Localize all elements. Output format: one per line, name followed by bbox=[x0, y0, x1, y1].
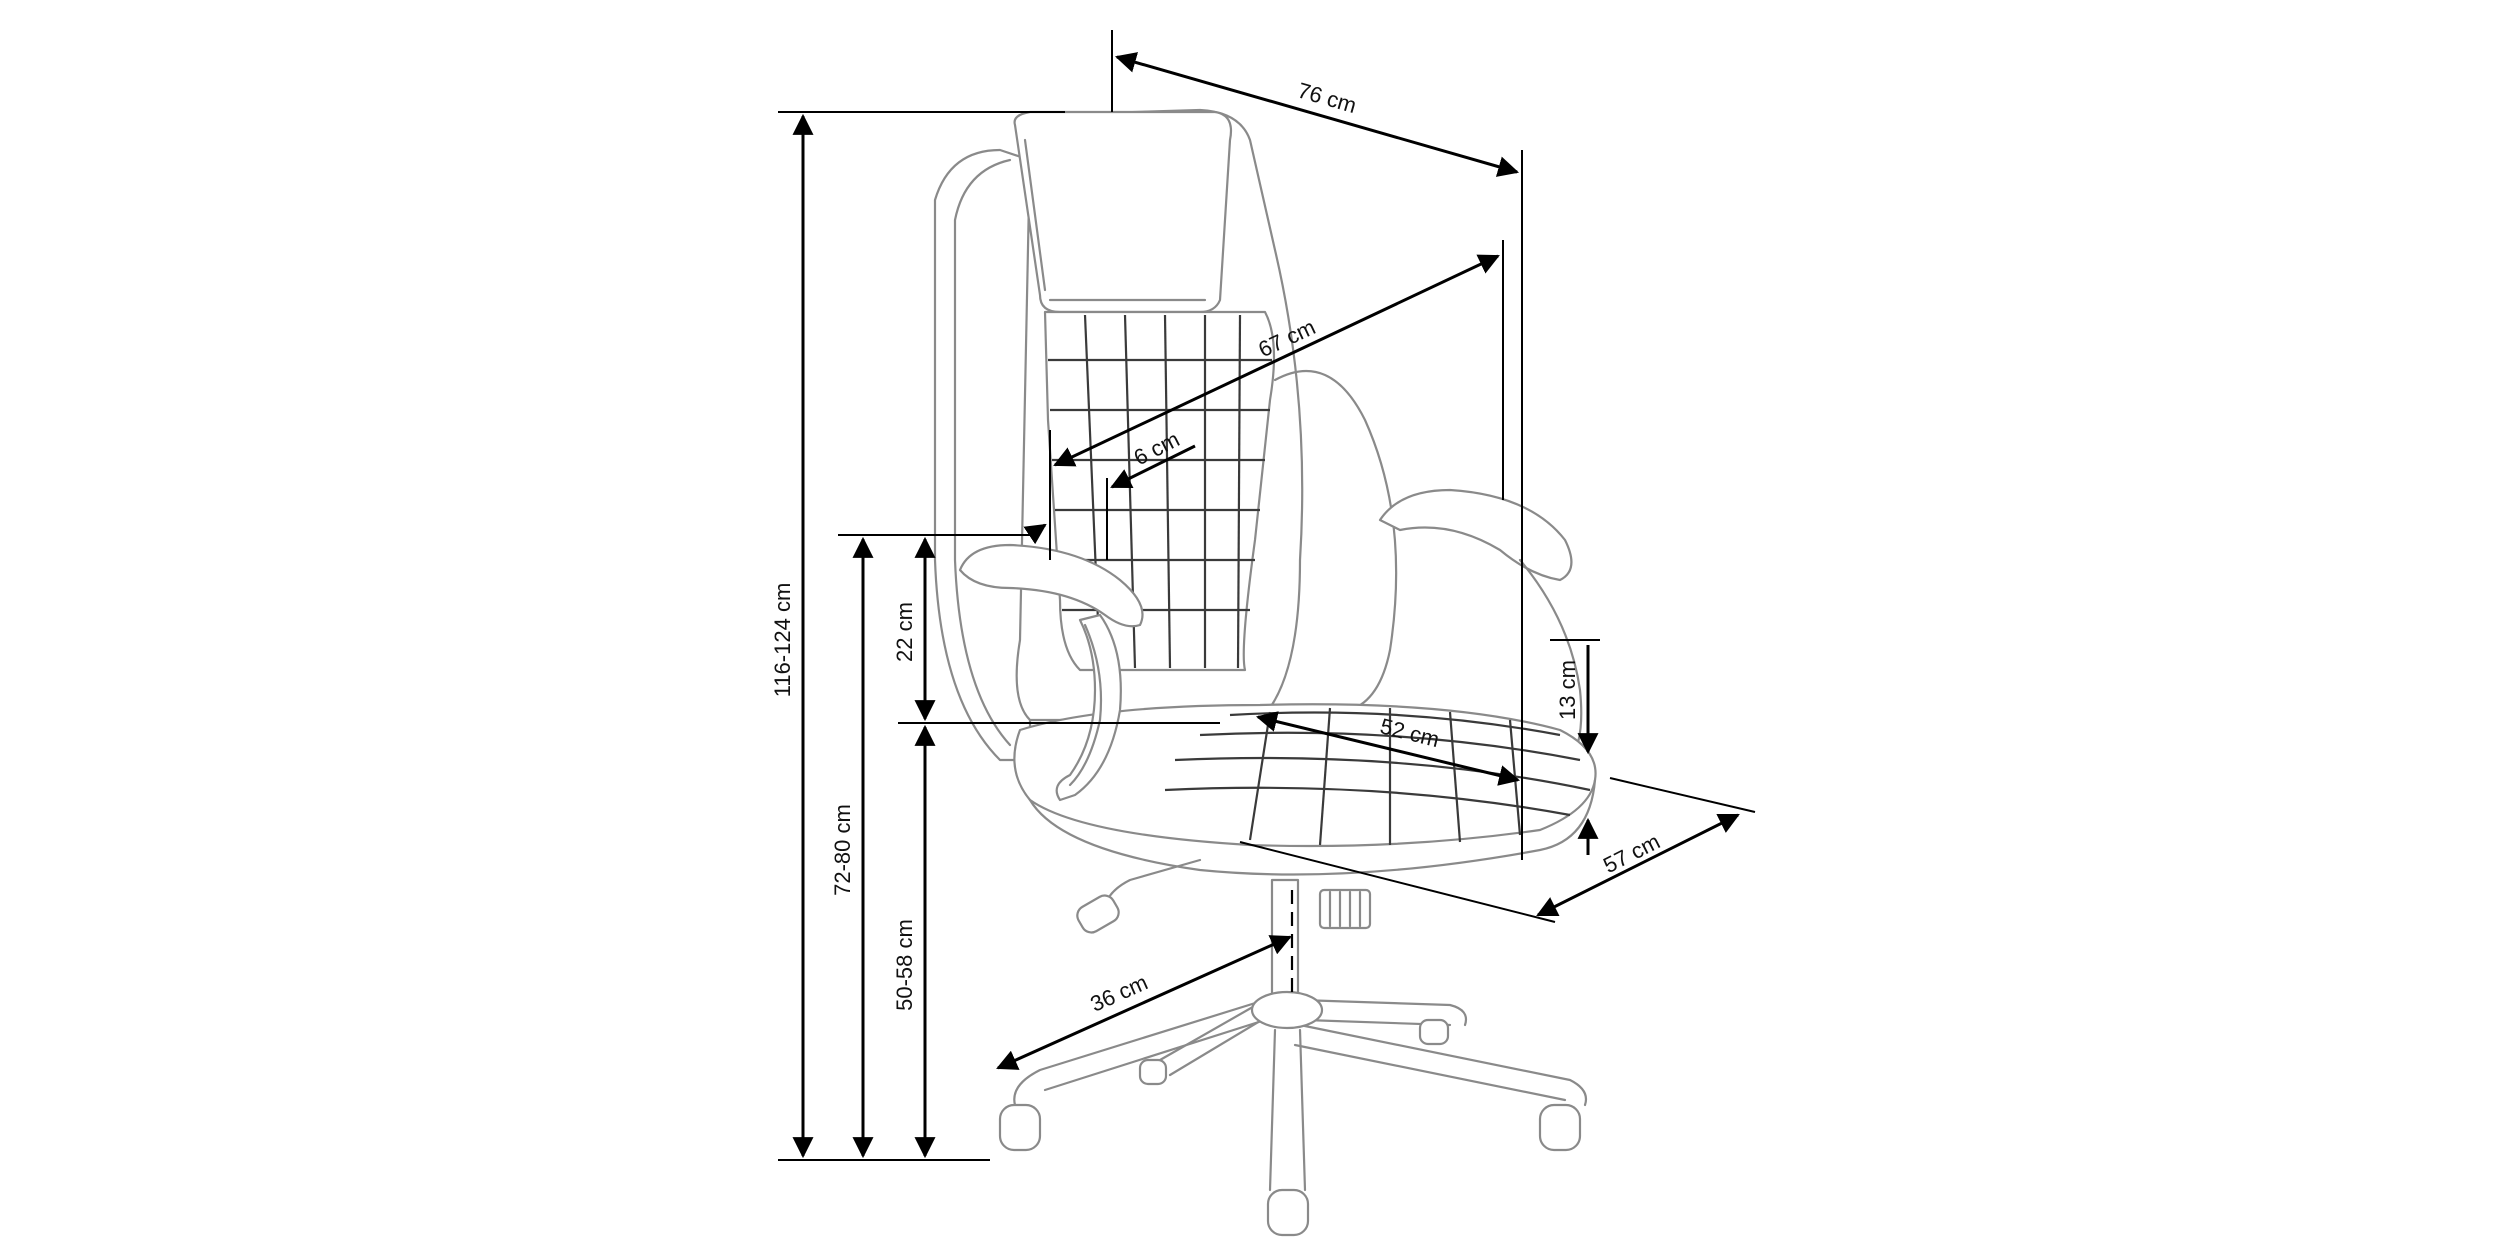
dim-seat-width bbox=[1053, 254, 1500, 467]
casters bbox=[998, 1018, 1582, 1237]
label-seat-thickness: 13 cm bbox=[1555, 660, 1580, 720]
label-seat-height: 50-58 cm bbox=[892, 919, 917, 1011]
label-armrest-floor-height: 72-80 cm bbox=[830, 804, 855, 896]
label-depth: 57 cm bbox=[1599, 829, 1664, 878]
backrest-side-wing bbox=[933, 148, 1032, 762]
tilt-mechanism-knob bbox=[1318, 888, 1372, 930]
ext-57-b bbox=[1609, 777, 1756, 813]
backrest-side-wing-inner bbox=[953, 158, 1012, 747]
tilt-knob-ridges bbox=[1328, 890, 1362, 928]
tilt-lever-knob bbox=[1076, 894, 1120, 934]
headrest bbox=[1013, 110, 1233, 314]
dim-base-radius bbox=[996, 935, 1292, 1070]
left-armrest-support-inner bbox=[1068, 623, 1103, 787]
dim-overall-width bbox=[1114, 52, 1520, 177]
ext-57-a bbox=[1239, 841, 1556, 923]
label-base-radius: 36 cm bbox=[1086, 970, 1151, 1017]
right-armrest bbox=[1378, 488, 1573, 582]
label-armrest-height: 22 cm bbox=[892, 602, 917, 662]
dim-depth bbox=[1536, 813, 1740, 917]
office-chair-illustration bbox=[933, 108, 1597, 1237]
left-armrest bbox=[958, 543, 1144, 628]
left-armrest-support bbox=[1055, 613, 1122, 802]
label-total-height: 116-124 cm bbox=[770, 583, 795, 698]
dim-seat-depth bbox=[1255, 711, 1521, 786]
dim-armrest-width-a bbox=[1023, 523, 1047, 545]
dim-armrest-width-b bbox=[1110, 444, 1196, 489]
